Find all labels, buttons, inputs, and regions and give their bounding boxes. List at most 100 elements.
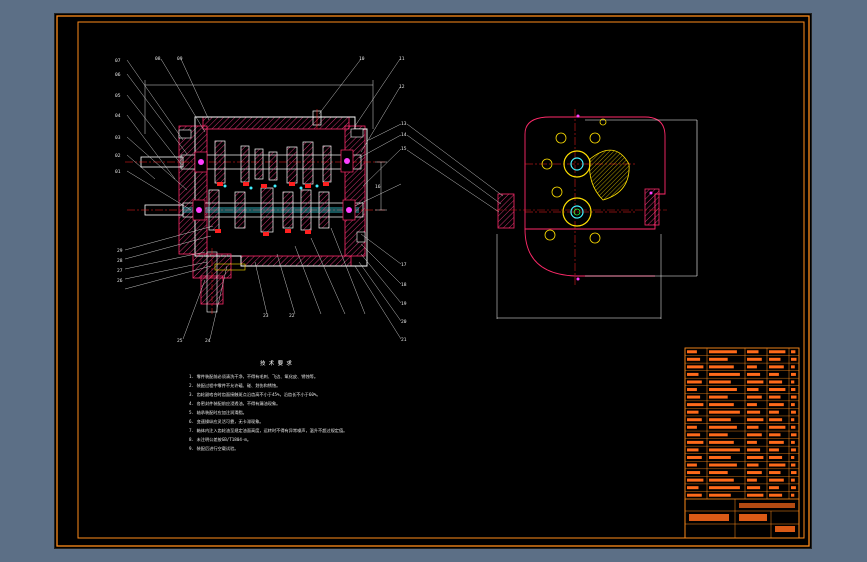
tech-note: 9. 装配后进行空载试验。 [189, 445, 238, 452]
title-block-cell-text [791, 410, 796, 414]
title-block-cell-text [709, 455, 731, 459]
title-block-cell-text [747, 478, 757, 482]
balloon: 27 [117, 268, 123, 274]
title-block-cell-text [709, 448, 740, 452]
title-block-cell-text [687, 425, 697, 429]
title-block-cell-text [687, 403, 704, 407]
title-block-cell-text [747, 440, 757, 444]
balloon: 19 [401, 301, 407, 307]
title-block-cell-text [769, 365, 784, 369]
title-block-cell-text [791, 357, 797, 361]
title-block-cell-text [769, 448, 779, 452]
balloon: 09 [177, 56, 183, 62]
title-block-cell-text [747, 365, 757, 369]
title-block-cell-text [747, 388, 759, 392]
title-block-cell-text [791, 463, 796, 467]
title-block-cell-text [791, 486, 796, 490]
balloons-top: 08 09 10 11 12 [155, 56, 405, 90]
title-block-cell-text [747, 395, 762, 399]
title-block-cell-text [791, 433, 797, 437]
title-block-cell-text [769, 425, 786, 429]
title-block-cell-text [687, 471, 701, 475]
title-block-cell-text [769, 395, 781, 399]
title-block-cell-text [747, 448, 761, 452]
title-block-cell-text [709, 380, 731, 384]
title-block-cell-text [747, 357, 762, 361]
title-block-cell-text [687, 410, 699, 414]
balloon: 08 [155, 56, 161, 62]
balloon: 20 [401, 319, 407, 325]
title-block-cell-text [791, 365, 795, 369]
title-block-cell-text [769, 388, 786, 392]
title-block-cell-text [687, 478, 704, 482]
balloon: 07 [115, 58, 121, 64]
balloon: 13 [401, 121, 407, 127]
title-block-cell-text [769, 418, 783, 422]
cad-drawing: 07 06 05 04 03 02 01 08 09 10 11 12 13 1… [56, 15, 810, 547]
balloon: 28 [117, 258, 123, 264]
title-block-cell-text [709, 440, 734, 444]
title-block-cell-text [687, 350, 697, 354]
title-block-cell-text [791, 455, 795, 459]
title-block-cell-text [791, 425, 796, 429]
tech-note: 2. 装配过程中零件不允许磕、碰、划伤和锈蚀。 [189, 382, 280, 389]
balloon: 03 [115, 135, 121, 141]
outer-frame [56, 15, 810, 547]
balloon: 01 [115, 169, 121, 175]
tech-note: 1. 零件装配前必须清洗干净，不得有毛刺、飞边、氧化皮、锈蚀等。 [189, 373, 318, 380]
title-block-cell-text [747, 486, 761, 490]
title-block-cell-text [769, 403, 784, 407]
title-block [684, 347, 800, 539]
title-block-cell-text [769, 471, 781, 475]
title-block-cell-text [709, 357, 728, 361]
title-block-cell-text [709, 486, 740, 490]
balloons-left: 07 06 05 04 03 02 01 [115, 58, 121, 175]
title-block-cell-text [791, 372, 796, 376]
tech-note: 5. 轴承装配时应加注润滑脂。 [189, 409, 247, 416]
title-block-cell-text [709, 410, 740, 414]
balloon: 22 [289, 313, 295, 319]
title-block-cell-text [747, 410, 761, 414]
title-block-cell-text [709, 403, 734, 407]
title-block-cell-text [769, 357, 781, 361]
title-block-cell-text [791, 403, 795, 407]
balloon: 26 [117, 278, 123, 284]
title-block-cell-text [709, 365, 734, 369]
title-block-cell-text [709, 493, 731, 497]
title-block-cell-text [791, 350, 796, 354]
title-block-cell-text [769, 372, 779, 376]
section-view: 07 06 05 04 03 02 01 08 09 10 11 12 13 1… [115, 56, 407, 344]
title-block-cell-text [687, 463, 697, 467]
technical-requirements: 技 术 要 求 1. 零件装配前必须清洗干净，不得有毛刺、飞边、氧化皮、锈蚀等。… [189, 359, 347, 452]
balloon: 04 [115, 113, 121, 119]
balloon: 10 [359, 56, 365, 62]
balloon: 21 [401, 337, 407, 343]
title-block-cell-text [747, 463, 759, 467]
balloon: 11 [399, 56, 405, 62]
balloon: 23 [263, 313, 269, 319]
title-block-cell-text [709, 388, 737, 392]
title-block-cell-text [769, 350, 786, 354]
title-block-cell-text [709, 395, 728, 399]
inner-frame [77, 21, 805, 539]
title-block-cell-text [791, 395, 797, 399]
title-block-cell-text [709, 433, 728, 437]
balloon: 24 [205, 338, 211, 344]
title-block-cell-text [747, 418, 764, 422]
balloon: 14 [401, 132, 407, 138]
title-block-cell-text [687, 372, 699, 376]
title-block-cell-text [709, 350, 737, 354]
balloon: 25 [177, 338, 183, 344]
balloons-right: 13 14 15 16 17 18 19 20 21 [375, 121, 407, 343]
balloon: 17 [401, 262, 407, 268]
title-block-cell-text [769, 463, 786, 467]
title-block-cell-text [747, 471, 762, 475]
balloon: 05 [115, 93, 121, 99]
title-block-cell-text [709, 418, 731, 422]
balloon: 15 [401, 146, 407, 152]
title-block-cell-text [769, 410, 779, 414]
tech-note: 7. 箱体内注入齿轮油至规定油面高度，运转时不得有异常噪声，温升不超过规定值。 [189, 427, 347, 434]
title-block-cell-text [747, 372, 761, 376]
title-block-cell-text [747, 455, 764, 459]
title-block-cell-text [769, 433, 781, 437]
